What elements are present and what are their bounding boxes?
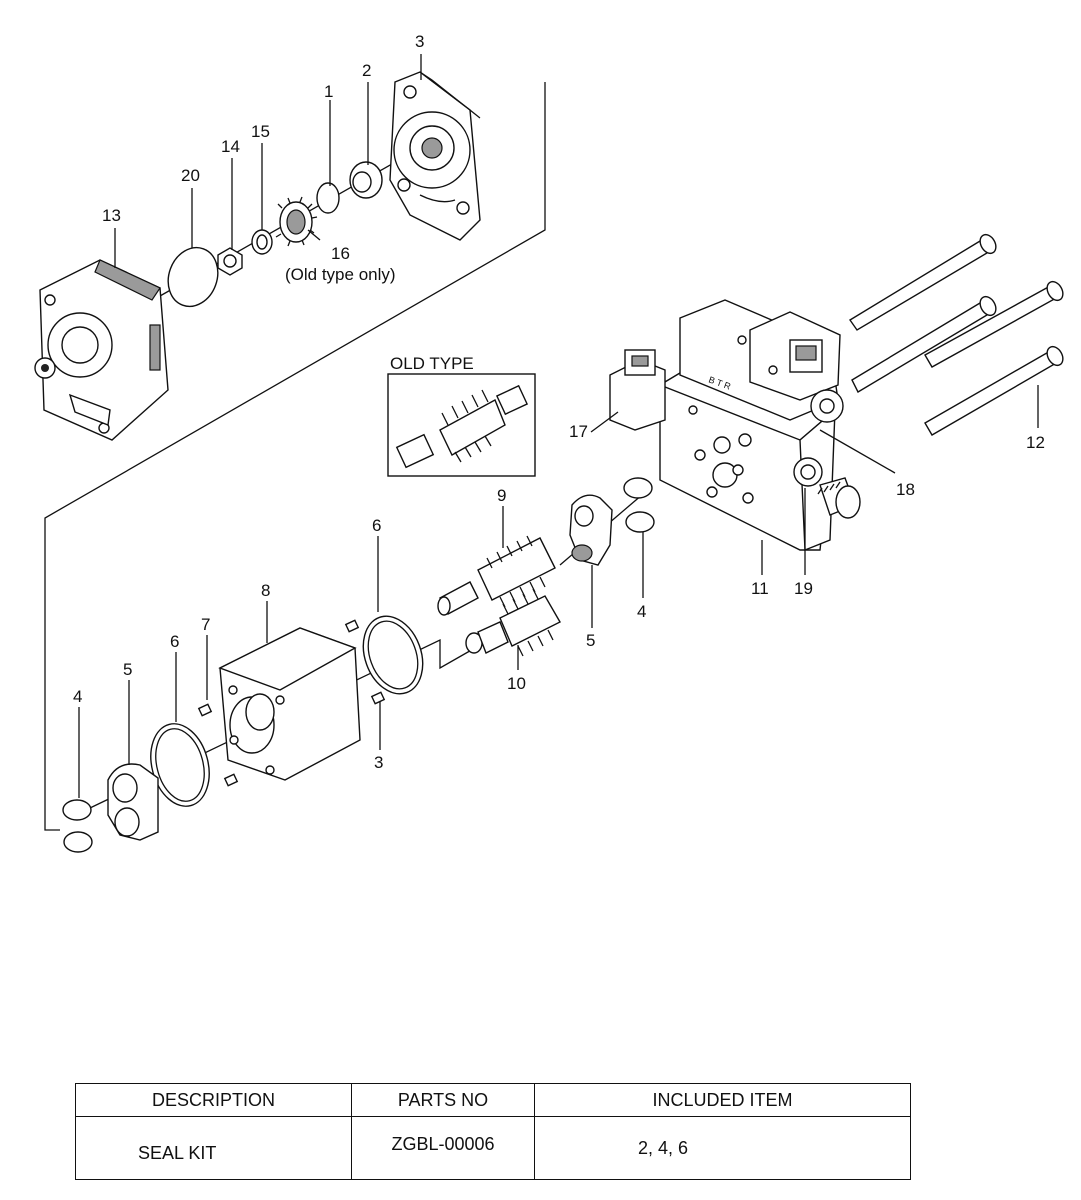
callout-8: 8 xyxy=(261,581,270,600)
table-row: SEAL KIT ZGBL-00006 2, 4, 6 xyxy=(75,1116,911,1180)
pins-7 xyxy=(197,619,386,787)
parts-table: DESCRIPTION PARTS NO INCLUDED ITEM SEAL … xyxy=(75,1083,911,1180)
callout-11: 11 xyxy=(751,579,769,598)
old-type-title: OLD TYPE xyxy=(390,354,474,373)
o-ring-20 xyxy=(167,246,219,308)
backup-ring-4-right xyxy=(623,477,655,533)
callout-15: 15 xyxy=(251,122,270,141)
header-parts-no: PARTS NO xyxy=(351,1083,535,1117)
callout-18: 18 xyxy=(896,480,915,499)
callout-3-top: 3 xyxy=(415,32,424,51)
callout-1: 1 xyxy=(324,82,333,101)
callout-9: 9 xyxy=(497,486,506,505)
bushing-5-right xyxy=(569,494,613,566)
callout-6-right: 6 xyxy=(372,516,381,535)
callout-2: 2 xyxy=(362,61,371,80)
exploded-parts-diagram: B T R xyxy=(34,32,1064,853)
callout-5-left: 5 xyxy=(123,660,132,679)
header-included-item: INCLUDED ITEM xyxy=(534,1083,911,1117)
bearing-2 xyxy=(349,161,383,199)
callout-4-right: 4 xyxy=(637,602,646,621)
callout-4-left: 4 xyxy=(73,687,82,706)
callout-7: 7 xyxy=(201,615,210,634)
callout-20: 20 xyxy=(181,166,200,185)
callout-10: 10 xyxy=(507,674,526,693)
callout-13: 13 xyxy=(102,206,121,225)
callout-17: 17 xyxy=(569,422,588,441)
bushing-5-left xyxy=(107,763,159,841)
front-cover-3 xyxy=(389,71,481,241)
drive-gear-16 xyxy=(275,196,318,247)
washer-15 xyxy=(251,229,273,255)
fitting-19 xyxy=(793,457,861,519)
callout-3-bottom: 3 xyxy=(374,753,383,772)
callout-14: 14 xyxy=(221,137,240,156)
driven-gear-10 xyxy=(465,588,561,657)
solenoid-valve-18: B T R xyxy=(679,299,844,423)
view-boundary-line xyxy=(44,82,546,831)
o-ring-6-left xyxy=(150,723,210,807)
bolts-12 xyxy=(848,233,1064,436)
drive-gear-9 xyxy=(437,535,556,616)
gear-housing-8 xyxy=(218,627,361,781)
solenoid-valve-17 xyxy=(609,349,666,431)
table-header-row: DESCRIPTION PARTS NO INCLUDED ITEM xyxy=(75,1083,911,1117)
callout-5-right: 5 xyxy=(586,631,595,650)
nut-14 xyxy=(217,247,243,276)
cell-parts-no: ZGBL-00006 xyxy=(351,1116,535,1180)
old-type-inset xyxy=(387,373,536,477)
callout-16: 16 xyxy=(331,244,350,263)
callout-19: 19 xyxy=(794,579,813,598)
leader-lines xyxy=(78,54,1039,798)
o-ring-6-right xyxy=(362,615,424,695)
old-type-only-note: (Old type only) xyxy=(285,265,396,284)
callout-12: 12 xyxy=(1026,433,1045,452)
cell-included-item: 2, 4, 6 xyxy=(534,1116,911,1180)
header-description: DESCRIPTION xyxy=(75,1083,352,1117)
callout-6-left: 6 xyxy=(170,632,179,651)
snap-ring-1 xyxy=(316,182,340,214)
rear-cover xyxy=(34,259,169,441)
cell-description: SEAL KIT xyxy=(75,1116,352,1180)
backup-ring-4-left xyxy=(62,799,93,853)
